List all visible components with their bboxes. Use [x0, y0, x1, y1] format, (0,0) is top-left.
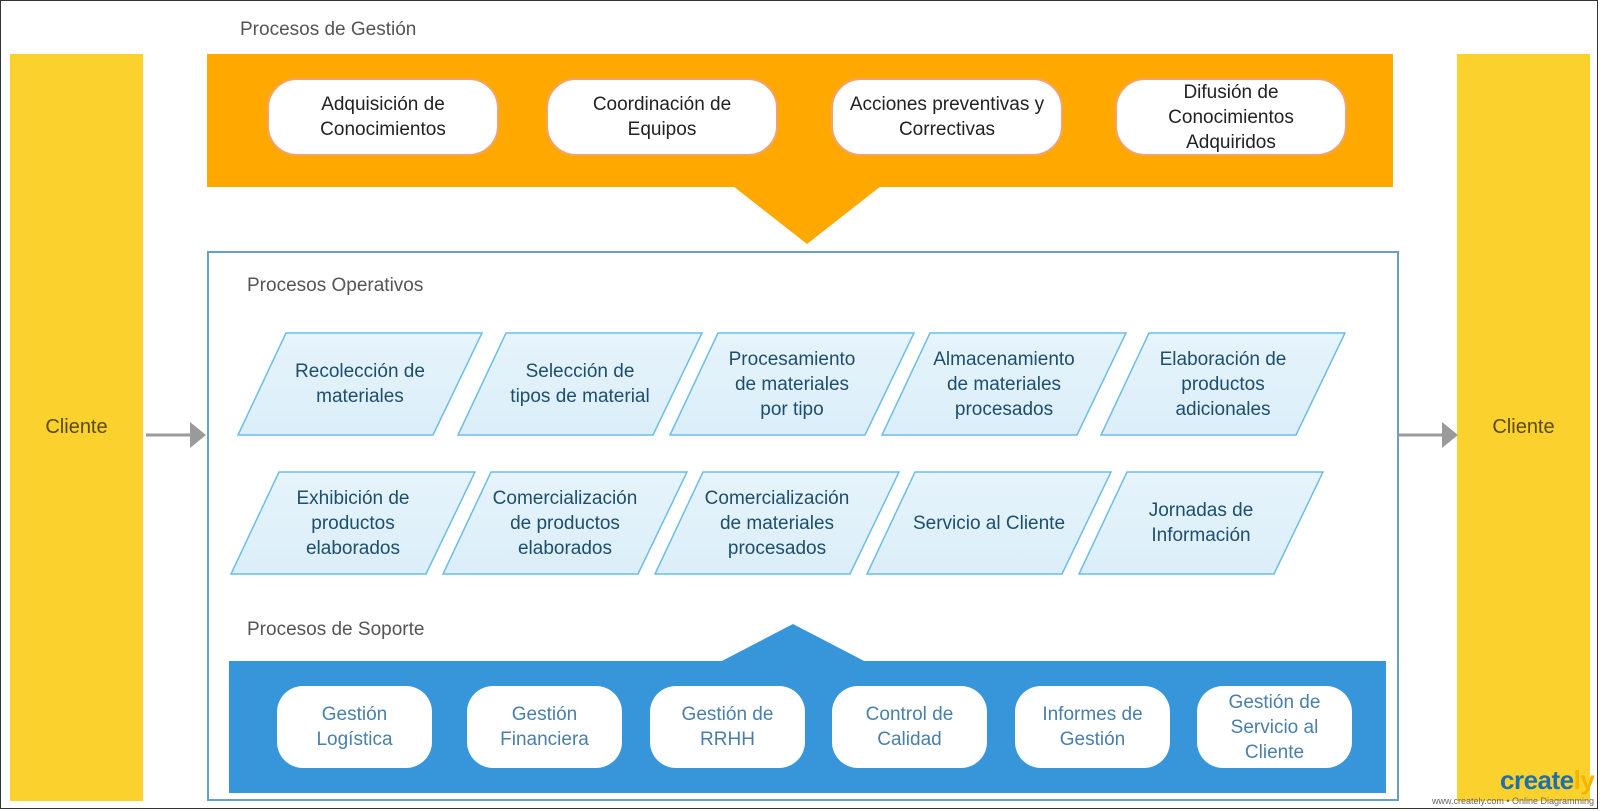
gestion-item[interactable]: Acciones preventivas y Correctivas — [831, 78, 1063, 156]
right-client-label: Cliente — [1492, 416, 1555, 438]
operativo-process-label: Recolección de materiales — [295, 361, 425, 407]
parallelogram-shape — [442, 471, 688, 575]
soporte-item-label: Gestión Financiera — [500, 704, 589, 750]
parallelogram-shape — [1078, 471, 1324, 575]
soporte-item-label: Gestión de RRHH — [681, 704, 774, 750]
operativo-process[interactable]: Exhibición de productos elaborados — [230, 471, 476, 575]
operativo-process[interactable]: Recolección de materiales — [237, 332, 483, 436]
parallelogram-shape — [654, 471, 900, 575]
operativo-process[interactable]: Servicio al Cliente — [866, 471, 1112, 575]
operativo-process-label: Selección de tipos de material — [510, 361, 650, 407]
soporte-item-label: Gestión Logística — [316, 704, 393, 750]
parallelogram-shape — [866, 471, 1112, 575]
operativo-process[interactable]: Jornadas de Información — [1078, 471, 1324, 575]
gestion-item[interactable]: Coordinación de Equipos — [546, 78, 778, 156]
operativos-title: Procesos Operativos — [247, 275, 424, 296]
soporte-item[interactable]: Gestión Financiera — [467, 686, 622, 768]
gestion-item-label: Acciones preventivas y Correctivas — [849, 94, 1045, 140]
operativo-process-label: Elaboración de productos adicionales — [1159, 348, 1287, 420]
left-client-label: Cliente — [45, 416, 108, 438]
operativo-process[interactable]: Almacenamiento de materiales procesados — [881, 332, 1127, 436]
left-arrow-icon — [146, 422, 206, 448]
operativo-process-label: Jornadas de Información — [1148, 500, 1254, 546]
operativo-process-label: Almacenamiento de materiales procesados — [933, 348, 1075, 420]
parallelogram-shape — [1100, 332, 1346, 436]
gestion-down-pointer — [733, 186, 881, 244]
right-client-bar[interactable]: Cliente — [1457, 54, 1590, 801]
gestion-item-label: Difusión de Conocimientos Adquiridos — [1168, 81, 1294, 153]
parallelogram-shape — [237, 332, 483, 436]
gestion-item-label: Coordinación de Equipos — [592, 94, 732, 140]
operativo-process[interactable]: Selección de tipos de material — [457, 332, 703, 436]
operativo-process-label: Procesamiento de materiales por tipo — [728, 348, 856, 420]
parallelogram-shape — [230, 471, 476, 575]
gestion-item[interactable]: Difusión de Conocimientos Adquiridos — [1115, 78, 1347, 156]
creately-logo: creately — [1500, 765, 1595, 796]
logo-accent-text: ly — [1573, 765, 1595, 795]
soporte-item[interactable]: Control de Calidad — [832, 686, 987, 768]
soporte-item[interactable]: Gestión Logística — [277, 686, 432, 768]
gestion-item-label: Adquisición de Conocimientos — [320, 94, 446, 140]
soporte-item-label: Control de Calidad — [865, 704, 954, 750]
soporte-up-pointer — [718, 624, 868, 663]
logo-tagline: www.creately.com • Online Diagramming — [1432, 796, 1595, 806]
gestion-title: Procesos de Gestión — [240, 19, 417, 40]
soporte-item[interactable]: Gestión de Servicio al Cliente — [1197, 686, 1352, 768]
parallelogram-shape — [881, 332, 1127, 436]
operativo-process[interactable]: Elaboración de productos adicionales — [1100, 332, 1346, 436]
operativo-process-label: Comercialización de materiales procesado… — [704, 487, 850, 559]
operativo-process-label: Servicio al Cliente — [912, 512, 1066, 534]
logo-main-text: create — [1500, 765, 1574, 795]
operativo-process[interactable]: Comercialización de productos elaborados — [442, 471, 688, 575]
soporte-item-label: Informes de Gestión — [1042, 704, 1143, 750]
parallelogram-shape — [669, 332, 915, 436]
left-client-bar[interactable]: Cliente — [10, 54, 143, 801]
operativo-process[interactable]: Procesamiento de materiales por tipo — [669, 332, 915, 436]
operativo-process-label: Comercialización de productos elaborados — [492, 487, 638, 559]
operativo-process-label: Exhibición de productos elaborados — [296, 487, 410, 559]
parallelogram-shape — [457, 332, 703, 436]
soporte-title: Procesos de Soporte — [247, 619, 425, 640]
gestion-item[interactable]: Adquisición de Conocimientos — [267, 78, 499, 156]
right-arrow-icon — [1398, 422, 1458, 448]
soporte-item[interactable]: Gestión de RRHH — [650, 686, 805, 768]
soporte-item-label: Gestión de Servicio al Cliente — [1228, 691, 1321, 763]
soporte-item[interactable]: Informes de Gestión — [1015, 686, 1170, 768]
operativo-process[interactable]: Comercialización de materiales procesado… — [654, 471, 900, 575]
